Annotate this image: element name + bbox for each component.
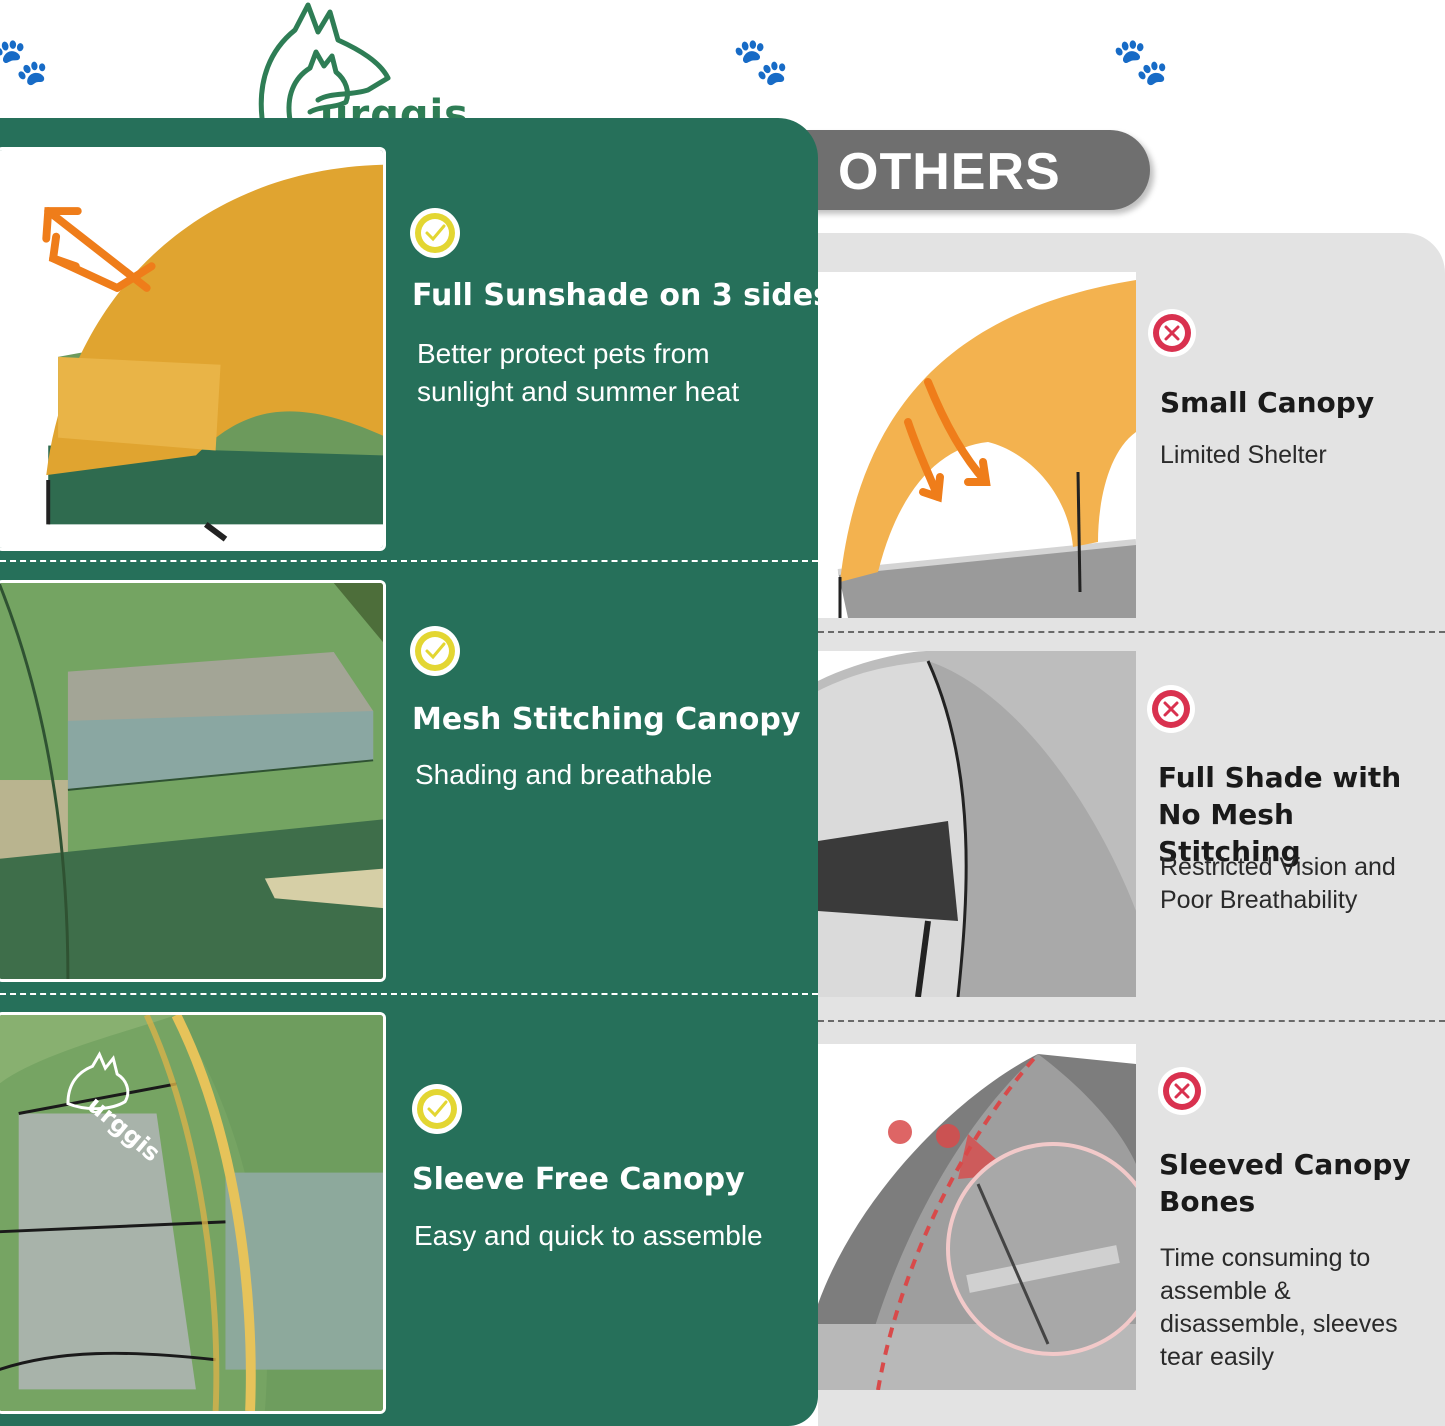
check-icon	[410, 208, 460, 258]
row-divider	[0, 993, 818, 995]
paw-print-icon: 🐾	[0, 34, 50, 88]
feature-title: Sleeve Free Canopy	[412, 1162, 745, 1197]
x-icon	[1148, 309, 1196, 357]
drawback-description: Limited Shelter	[1160, 441, 1327, 469]
x-icon	[1147, 685, 1195, 733]
full-shade-canopy-photo	[818, 651, 1136, 997]
mesh-canopy-photo	[0, 580, 386, 982]
check-icon	[410, 626, 460, 676]
feature-description: Better protect pets from sunlight and su…	[417, 338, 740, 407]
paw-print-icon: 🐾	[732, 34, 790, 88]
row-divider	[818, 1020, 1445, 1022]
row-divider	[0, 560, 818, 562]
feature-description: Shading and breathable	[415, 759, 713, 790]
drawback-description: Restricted Vision and Poor Breathability	[1160, 853, 1396, 914]
check-icon	[412, 1084, 462, 1134]
sleeved-canopy-photo	[818, 1044, 1136, 1390]
paw-print-icon: 🐾	[1112, 34, 1170, 88]
others-header-tab	[780, 130, 1150, 210]
row-divider	[818, 631, 1445, 633]
drawback-description: Time consuming to assemble & disassemble…	[1160, 1244, 1398, 1371]
sleeve-free-canopy-photo: urggis	[0, 1012, 386, 1414]
feature-title: Mesh Stitching Canopy	[412, 702, 801, 737]
feature-description: Easy and quick to assemble	[414, 1220, 763, 1251]
drawback-title: Sleeved Canopy Bones	[1159, 1148, 1411, 1218]
drawback-title: Small Canopy	[1160, 386, 1375, 419]
sunshade-canopy-photo	[0, 147, 386, 551]
x-icon	[1158, 1067, 1206, 1115]
drawback-title: Full Shade with No Mesh Stitching	[1158, 761, 1402, 868]
brand-logo-icon	[258, 2, 391, 123]
feature-title: Full Sunshade on 3 sides	[412, 278, 831, 313]
others-label: OTHERS	[838, 143, 1061, 201]
small-canopy-photo	[818, 272, 1136, 618]
